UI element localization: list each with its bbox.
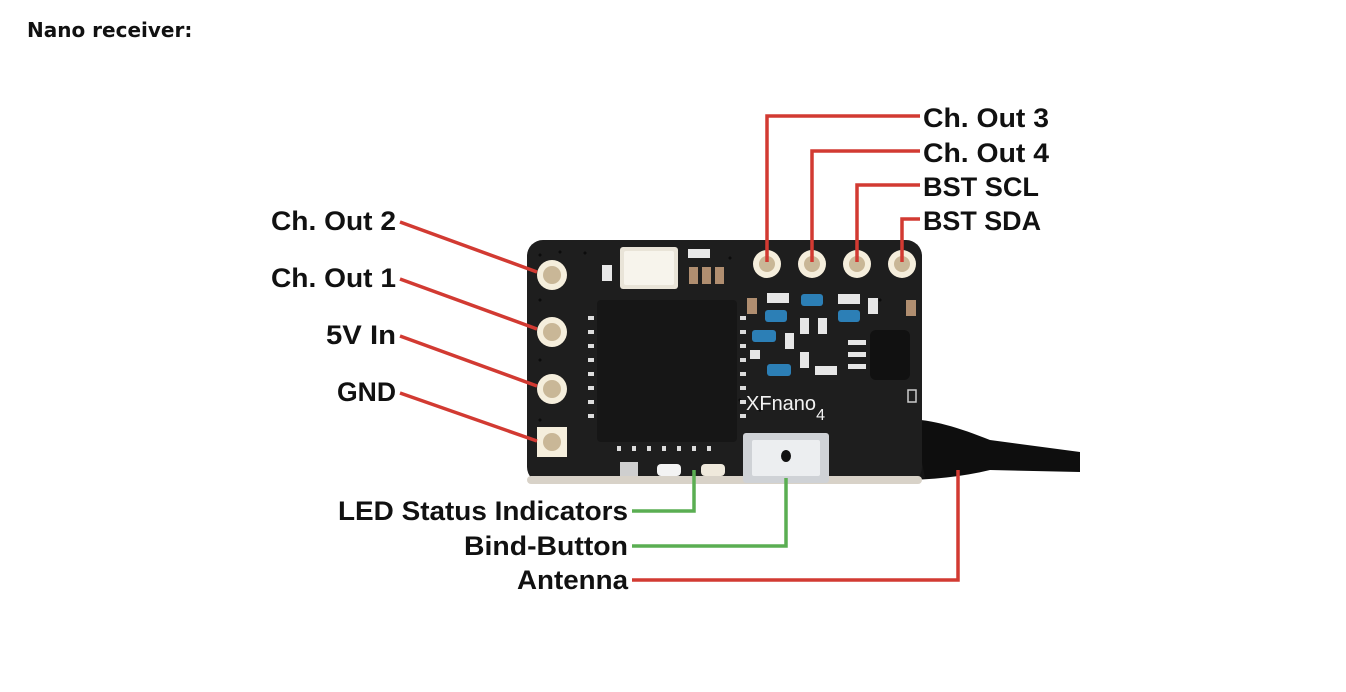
capacitor xyxy=(620,462,638,476)
silkscreen-label: XFnano4 xyxy=(746,393,825,424)
left-pads xyxy=(537,260,567,457)
label-ch-out-3: Ch. Out 3 xyxy=(923,103,1049,133)
leader-gnd xyxy=(399,391,538,443)
label-5v-in: 5V In xyxy=(326,320,396,350)
pcb-board: XFnano4 xyxy=(527,240,922,484)
label-gnd: GND xyxy=(337,377,396,407)
label-bst-sda: BST SDA xyxy=(923,206,1041,236)
main-ic-chip xyxy=(597,300,737,442)
ic-pins xyxy=(588,316,746,451)
leader-bind-button xyxy=(632,478,788,548)
leader-bst-sda xyxy=(900,217,920,262)
leader-5v-in xyxy=(399,334,538,388)
leader-bst-scl xyxy=(855,183,920,262)
leader-ch-out-3 xyxy=(765,114,920,262)
label-antenna: Antenna xyxy=(517,565,629,595)
label-bind-button: Bind-Button xyxy=(464,531,628,561)
label-ch-out-4: Ch. Out 4 xyxy=(923,138,1049,168)
leader-ch-out-4 xyxy=(810,149,920,262)
label-ch-out-2: Ch. Out 2 xyxy=(271,206,396,236)
label-bst-scl: BST SCL xyxy=(923,172,1039,202)
smd-components xyxy=(602,249,917,476)
leader-antenna xyxy=(632,470,960,582)
top-pads xyxy=(753,250,916,278)
led-indicator-2 xyxy=(701,464,725,476)
led-indicator-1 xyxy=(657,464,681,476)
leader-ch-out-1 xyxy=(399,277,538,331)
section-heading: Nano receiver: xyxy=(27,18,193,42)
leader-led-status xyxy=(632,470,696,513)
bind-button xyxy=(743,433,829,483)
label-ch-out-1: Ch. Out 1 xyxy=(271,263,396,293)
leader-ch-out-2 xyxy=(399,220,538,274)
label-led-status-indicators: LED Status Indicators xyxy=(338,496,628,526)
